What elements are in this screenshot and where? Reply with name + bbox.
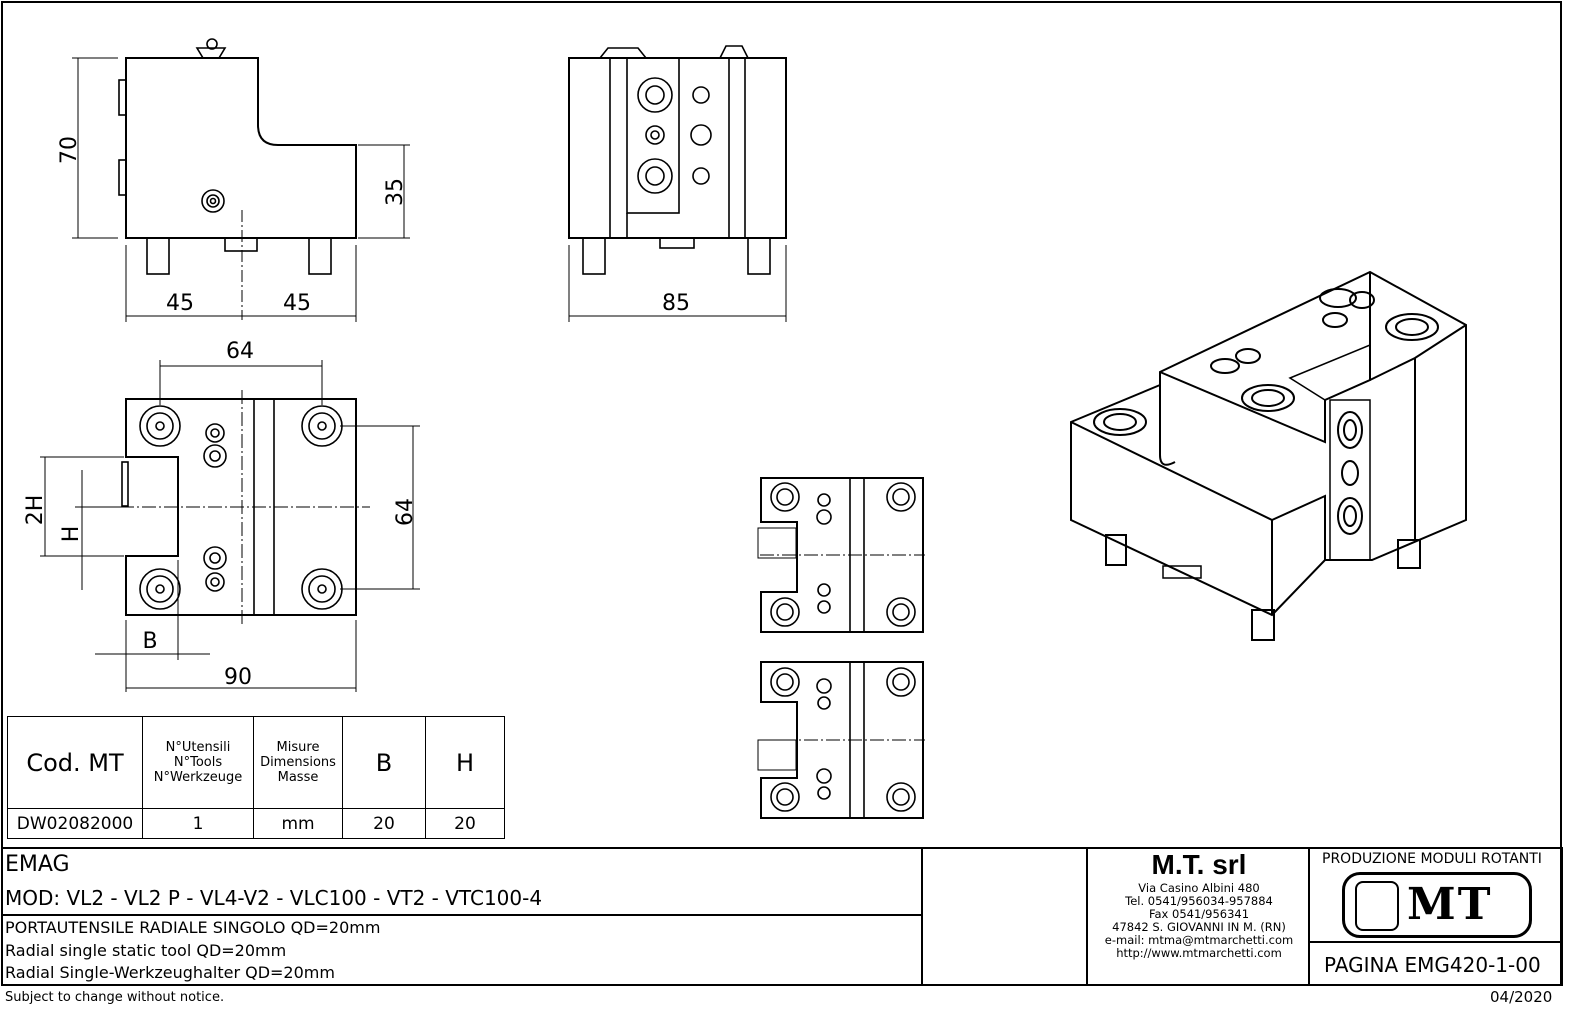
header-cod-mt: Cod. MT bbox=[7, 716, 143, 809]
description-en: Radial single static tool QD=20mm bbox=[5, 941, 287, 960]
variant-view-left bbox=[757, 661, 925, 819]
dim-35: 35 bbox=[383, 178, 408, 206]
cell-h: 20 bbox=[425, 808, 505, 839]
header-h: H bbox=[425, 716, 505, 809]
cell-tools: 1 bbox=[142, 808, 254, 839]
dim-90: 90 bbox=[224, 665, 252, 690]
website-link[interactable]: http://www.mtmarchetti.com bbox=[1116, 946, 1282, 960]
header-tools-de: N°Werkzeuge bbox=[153, 770, 243, 785]
title-block-divider-h bbox=[1308, 941, 1563, 943]
email-link[interactable]: e-mail: mtma@mtmarchetti.com bbox=[1104, 933, 1294, 947]
rotating-module-icon bbox=[1355, 881, 1399, 931]
header-dims-de: Masse bbox=[277, 770, 319, 785]
header-tools: N°Utensili N°Tools N°Werkzeuge bbox=[142, 716, 254, 809]
dim-45-right: 45 bbox=[283, 291, 311, 316]
side-view bbox=[72, 38, 410, 322]
dim-2h: 2H bbox=[23, 495, 48, 526]
description-de: Radial Single-Werkzeughalter QD=20mm bbox=[5, 963, 335, 982]
dim-64-h: 64 bbox=[226, 339, 254, 364]
page-number: PAGINA EMG420-1-00 bbox=[1324, 953, 1541, 977]
logo-text: MT bbox=[1407, 879, 1493, 930]
isometric-view bbox=[1070, 270, 1467, 641]
spec-table: Cod. MT N°Utensili N°Tools N°Werkzeuge M… bbox=[7, 716, 505, 839]
revision-date: 04/2020 bbox=[1490, 988, 1553, 1006]
cell-b: 20 bbox=[342, 808, 426, 839]
title-block bbox=[1, 847, 1563, 986]
mt-logo: MT bbox=[1342, 872, 1532, 938]
phone-line: Tel. 0541/956034-957884 bbox=[1125, 894, 1273, 908]
division-label: PRODUZIONE MODULI ROTANTI bbox=[1322, 851, 1542, 867]
header-dims-en: Dimensions bbox=[260, 755, 336, 770]
dim-h: H bbox=[59, 526, 84, 543]
city-line: 47842 S. GIOVANNI IN M. (RN) bbox=[1112, 920, 1286, 934]
header-b: B bbox=[342, 716, 426, 809]
table-row: DW02082000 1 mm 20 20 bbox=[7, 808, 505, 839]
header-dims-it: Misure bbox=[276, 740, 320, 755]
models-label: MOD: VL2 - VL2 P - VL4-V2 - VLC100 - VT2… bbox=[5, 886, 543, 910]
description-it: PORTAUTENSILE RADIALE SINGOLO QD=20mm bbox=[5, 918, 381, 937]
fax-line: Fax 0541/956341 bbox=[1148, 907, 1250, 921]
header-dimensions: Misure Dimensions Masse bbox=[253, 716, 343, 809]
change-notice: Subject to change without notice. bbox=[5, 990, 225, 1005]
dim-b: B bbox=[142, 629, 157, 654]
cell-code: DW02082000 bbox=[7, 808, 143, 839]
dim-85: 85 bbox=[662, 291, 690, 316]
company-info: M.T. srl Via Casino Albini 480 Tel. 0541… bbox=[1090, 848, 1308, 960]
dim-70: 70 bbox=[57, 136, 82, 164]
company-name: M.T. srl bbox=[1151, 849, 1247, 880]
dim-64-v: 64 bbox=[393, 498, 418, 526]
title-block-blank-cell bbox=[921, 847, 1088, 986]
brand-label: EMAG bbox=[5, 852, 70, 877]
cell-units: mm bbox=[253, 808, 343, 839]
header-tools-it: N°Utensili bbox=[165, 740, 231, 755]
front-view bbox=[568, 45, 787, 322]
drawing-frame bbox=[1, 1, 1562, 985]
header-tools-en: N°Tools bbox=[173, 755, 223, 770]
dim-45-left: 45 bbox=[166, 291, 194, 316]
variant-view-right bbox=[757, 477, 925, 633]
title-block-divider bbox=[1308, 847, 1310, 986]
top-view bbox=[40, 360, 420, 692]
address-line: Via Casino Albini 480 bbox=[1138, 881, 1260, 895]
